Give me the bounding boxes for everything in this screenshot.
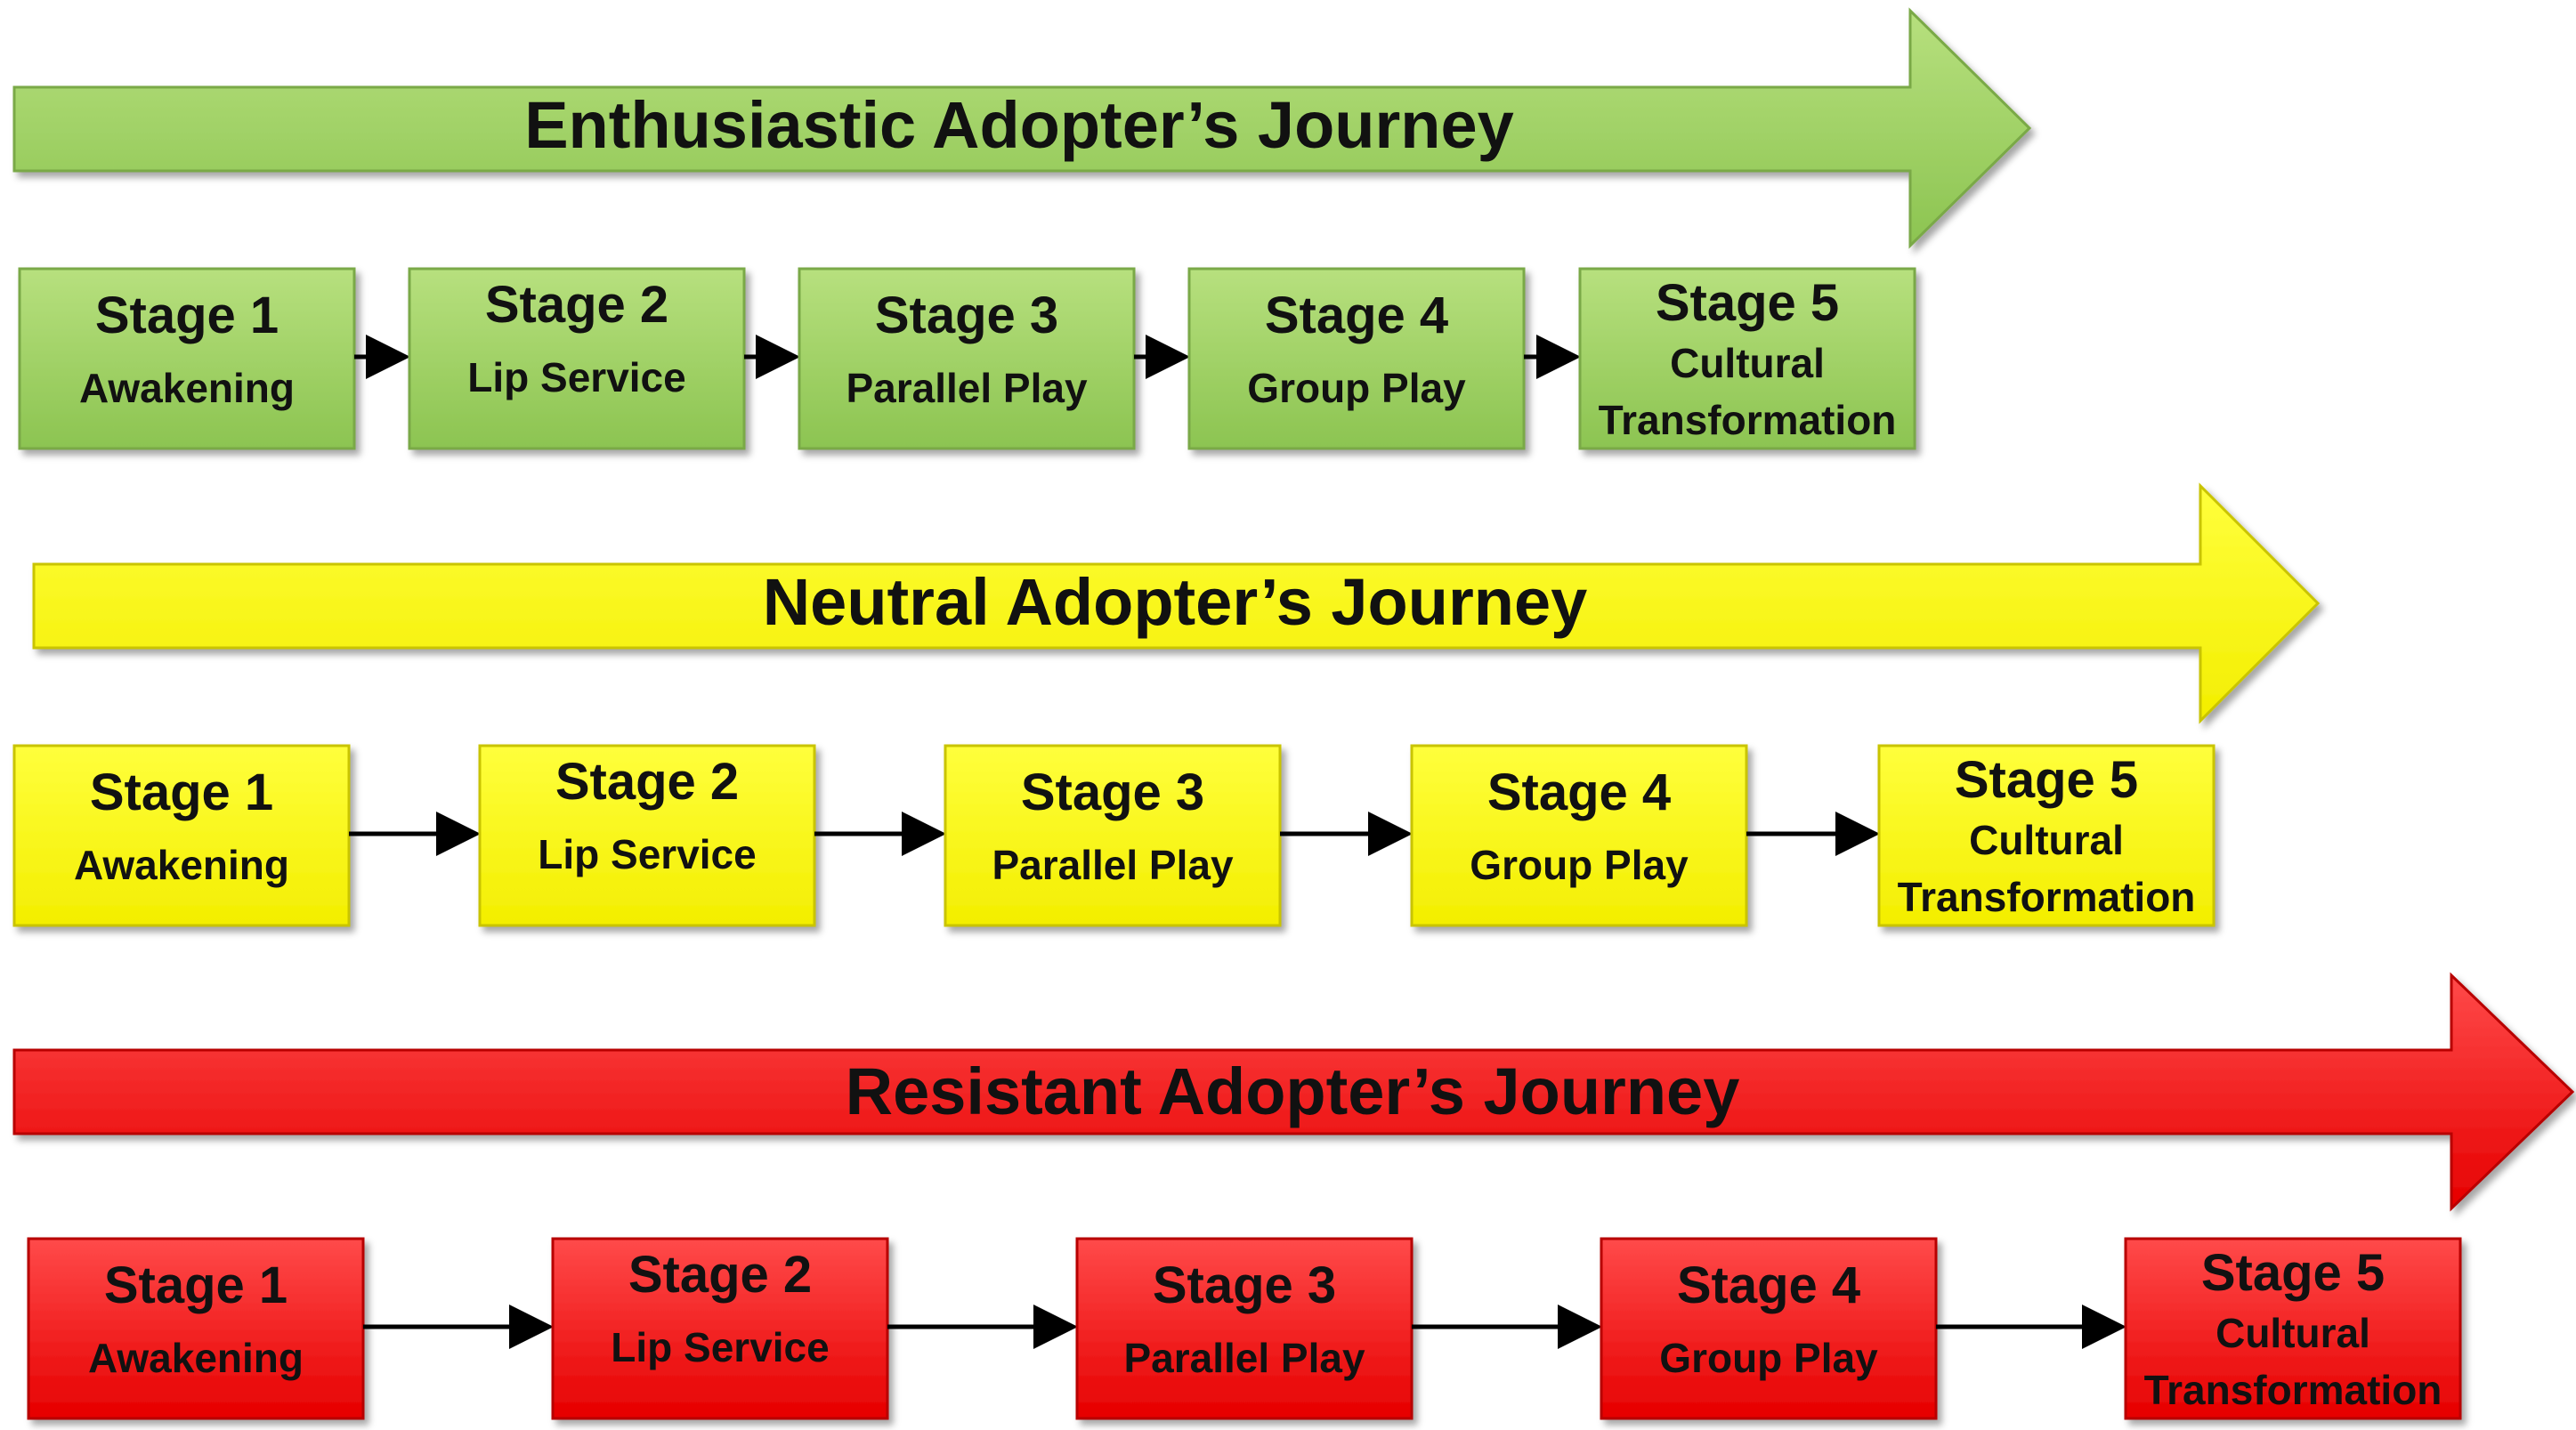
- stage-title: Stage 5: [2201, 1244, 2385, 1302]
- stage-subtitle: Lip Service: [467, 354, 685, 400]
- stage-subtitle: Group Play: [1659, 1335, 1878, 1381]
- stage-title: Stage 5: [1656, 274, 1839, 332]
- stage-box-4: Stage 4 Group Play: [1600, 1237, 1938, 1420]
- journey-title: Enthusiastic Adopter’s Journey: [524, 88, 1514, 162]
- stage-box-shape: [478, 744, 816, 927]
- stage-subtitle: Lip Service: [611, 1324, 829, 1370]
- stage-box-shape: [2124, 1237, 2462, 1420]
- stage-box-shape: [1075, 1237, 1414, 1420]
- stage-subtitle: Awakening: [79, 365, 295, 411]
- stage-box-3: Stage 3 Parallel Play: [944, 744, 1282, 927]
- stage-title: Stage 2: [485, 276, 668, 334]
- stage-subtitle: Cultural: [2216, 1310, 2370, 1356]
- stage-title: Stage 4: [1487, 763, 1671, 821]
- journey-banner-arrow: [32, 482, 2321, 724]
- stage-box-1: Stage 1 Awakening: [12, 744, 351, 927]
- stage-box-shape: [12, 744, 351, 927]
- stage-subtitle: Transformation: [1898, 874, 2196, 920]
- stage-box-shape: [944, 744, 1282, 927]
- stage-box-3: Stage 3 Parallel Play: [798, 267, 1136, 450]
- stage-title: Stage 2: [555, 753, 739, 811]
- stage-title: Stage 3: [1153, 1256, 1336, 1314]
- stage-box-2: Stage 2 Lip Service: [408, 267, 746, 450]
- stage-subtitle: Cultural: [1969, 817, 2124, 863]
- stage-box-4: Stage 4 Group Play: [1410, 744, 1748, 927]
- stage-subtitle: Awakening: [74, 842, 289, 888]
- stage-subtitle: Transformation: [2144, 1367, 2442, 1413]
- stage-title: Stage 3: [875, 287, 1058, 344]
- journey-banner-arrow: [12, 7, 2032, 249]
- stage-subtitle: Parallel Play: [846, 365, 1087, 411]
- stage-box-3: Stage 3 Parallel Play: [1075, 1237, 1414, 1420]
- stage-subtitle: Awakening: [88, 1335, 304, 1381]
- stage-box-shape: [551, 1237, 889, 1420]
- stage-box-2: Stage 2 Lip Service: [551, 1237, 889, 1420]
- journey-banner-arrow: [12, 972, 2575, 1212]
- stage-subtitle: Group Play: [1247, 365, 1466, 411]
- stage-box-1: Stage 1 Awakening: [27, 1237, 365, 1420]
- stage-box-shape: [798, 267, 1136, 450]
- journey-title: Neutral Adopter’s Journey: [763, 565, 1588, 639]
- stage-subtitle: Group Play: [1470, 842, 1689, 888]
- stage-box-shape: [1600, 1237, 1938, 1420]
- journey-title: Resistant Adopter’s Journey: [846, 1054, 1740, 1128]
- stage-box-shape: [18, 267, 356, 450]
- stage-title: Stage 3: [1021, 763, 1204, 821]
- stage-subtitle: Lip Service: [538, 831, 756, 877]
- stage-subtitle: Parallel Play: [1123, 1335, 1365, 1381]
- stage-title: Stage 1: [90, 763, 273, 821]
- stage-box-shape: [1877, 744, 2216, 927]
- stage-subtitle: Parallel Play: [992, 842, 1233, 888]
- stage-box-shape: [1578, 267, 1916, 450]
- stage-title: Stage 2: [628, 1246, 812, 1304]
- stage-title: Stage 4: [1265, 287, 1448, 344]
- stage-subtitle: Transformation: [1599, 397, 1897, 443]
- stage-subtitle: Cultural: [1670, 340, 1825, 386]
- stage-box-1: Stage 1 Awakening: [18, 267, 356, 450]
- stage-title: Stage 1: [104, 1256, 288, 1314]
- stage-title: Stage 1: [95, 287, 279, 344]
- stage-title: Stage 5: [1955, 751, 2138, 809]
- stage-title: Stage 4: [1677, 1256, 1860, 1314]
- stage-box-4: Stage 4 Group Play: [1187, 267, 1526, 450]
- stage-box-shape: [1410, 744, 1748, 927]
- stage-box-2: Stage 2 Lip Service: [478, 744, 816, 927]
- stage-box-shape: [27, 1237, 365, 1420]
- stage-box-shape: [1187, 267, 1526, 450]
